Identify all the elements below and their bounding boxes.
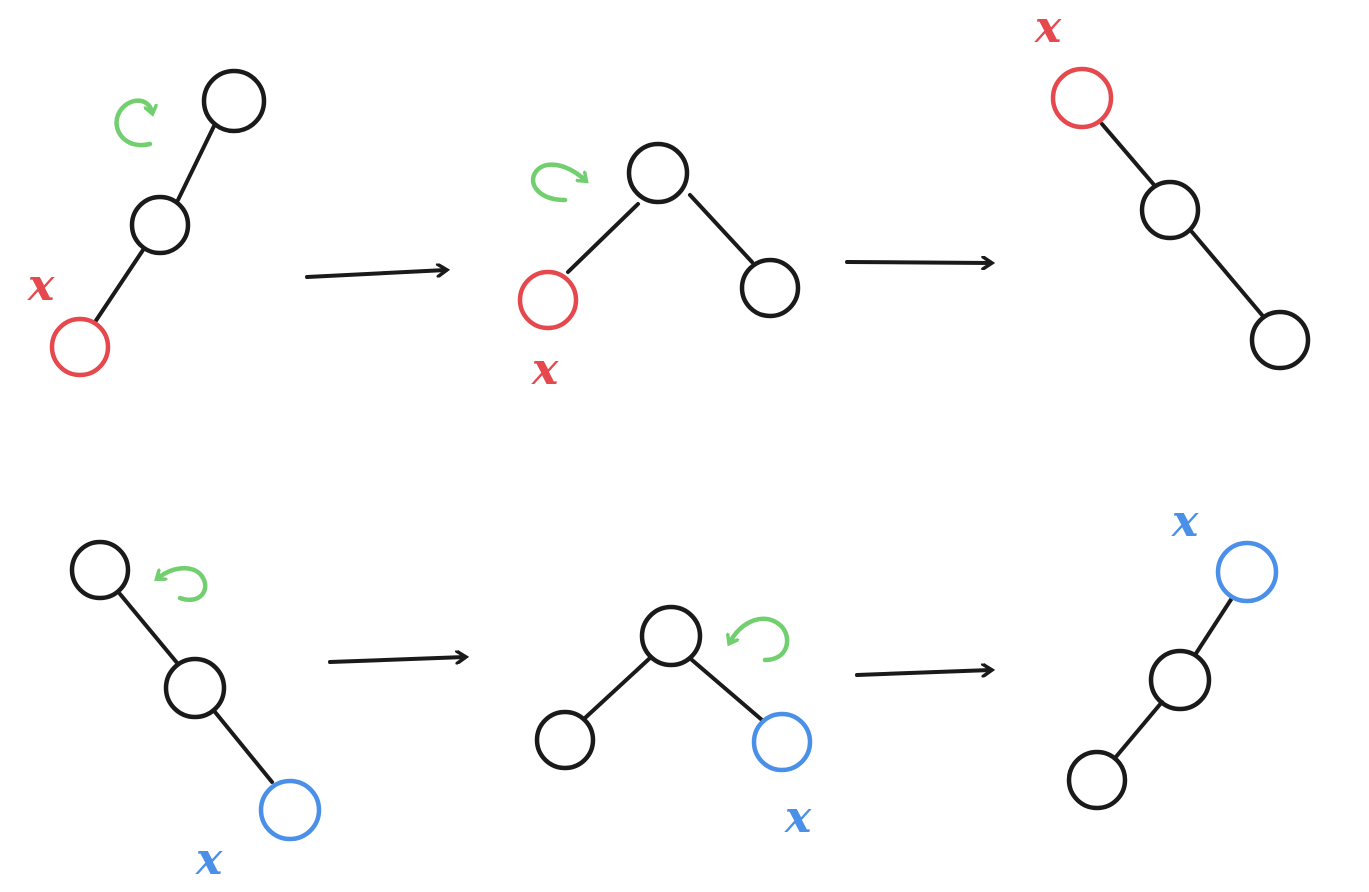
edge (583, 656, 652, 720)
transform-arrow (305, 270, 446, 279)
edge (566, 202, 640, 274)
x-label: x (784, 792, 812, 843)
tree-5: x (534, 604, 813, 843)
tree-node-root (639, 604, 703, 668)
edge (93, 248, 145, 324)
tree-node-right (739, 257, 801, 319)
tree-node-middle (1148, 648, 1212, 712)
counter-clockwise-rotation-icon (158, 566, 208, 602)
tree-node-left (534, 709, 596, 771)
tree-node-x (1215, 540, 1279, 604)
edge (688, 193, 754, 264)
x-label: x (1034, 2, 1062, 53)
x-label: x (27, 260, 55, 311)
tree-node-root (201, 68, 267, 134)
edge (1193, 596, 1234, 657)
clockwise-rotation-icon (114, 98, 152, 148)
tree-1: x (27, 68, 267, 378)
tree-node-x (517, 269, 579, 331)
edge (690, 658, 764, 722)
tree-node-middle (129, 194, 191, 256)
tree-node-root (69, 539, 131, 601)
transform-arrow (328, 657, 465, 662)
transform-arrow (845, 262, 991, 263)
edge (1100, 122, 1157, 188)
tree-node-x (258, 778, 322, 842)
tree-node-x (49, 316, 111, 378)
tree-node-x (1050, 66, 1114, 130)
edge (213, 710, 274, 784)
edge (1190, 230, 1264, 317)
edge (118, 592, 180, 666)
tree-node-x (751, 711, 813, 773)
edge (1113, 700, 1164, 760)
clockwise-rotation-icon (530, 162, 585, 203)
tree-node-bottom (1249, 309, 1311, 371)
x-label: x (531, 344, 559, 395)
tree-6: x (1066, 496, 1279, 811)
x-label: x (1171, 496, 1199, 547)
tree-node-middle (163, 656, 227, 720)
counter-clockwise-rotation-icon (730, 616, 790, 663)
transform-arrow (855, 670, 991, 675)
tree-node-middle (1139, 179, 1201, 241)
tree-node-bottom (1066, 749, 1128, 811)
tree-3: x (1034, 2, 1311, 371)
tree-node-root (626, 141, 690, 205)
tree-2: x (517, 141, 801, 395)
x-label: x (195, 834, 223, 885)
edge (176, 122, 217, 202)
tree-4: x (69, 539, 322, 885)
